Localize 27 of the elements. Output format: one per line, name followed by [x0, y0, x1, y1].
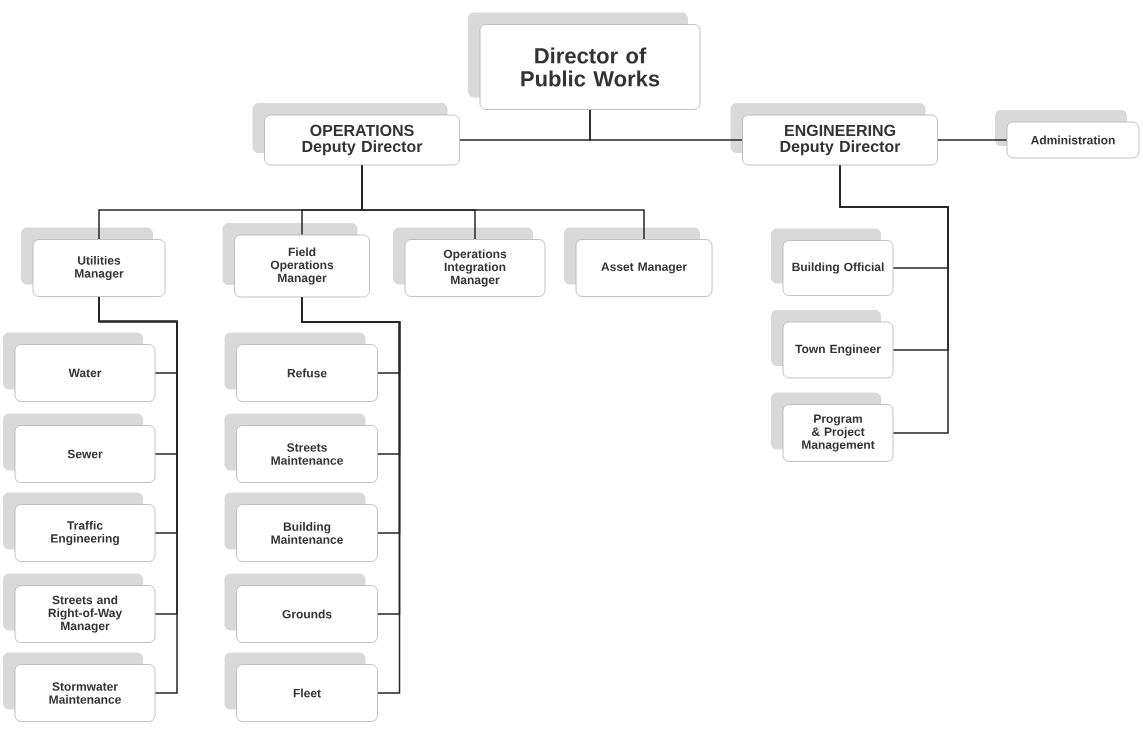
role-box: Traffic Engineering: [3, 492, 156, 562]
role-box: Streets Maintenance: [224, 413, 378, 483]
role-box: Administration: [995, 110, 1140, 159]
role-box: Streets and Right-of-Way Manager: [3, 573, 156, 643]
connector-line: [98, 296, 178, 694]
connector-line: [839, 164, 949, 434]
role-box: Water: [3, 332, 156, 402]
role-box: OPERATIONS Deputy Director: [252, 103, 460, 166]
connector-line: [589, 109, 743, 141]
role-box: Grounds: [224, 573, 378, 643]
role-box: Town Engineer: [771, 310, 894, 379]
role-box: Sewer: [3, 413, 156, 483]
connector-line: [361, 164, 645, 240]
role-box: Building Official: [771, 228, 894, 296]
role-box: Stormwater Maintenance: [3, 652, 156, 722]
role-box: Director of Public Works: [468, 12, 701, 110]
role-box: Field Operations Manager: [222, 223, 370, 298]
connector-line: [301, 296, 401, 694]
role-box: Building Maintenance: [224, 492, 378, 562]
role-box: Refuse: [224, 332, 378, 402]
role-box: Operations Integration Manager: [393, 227, 546, 297]
role-box: Fleet: [224, 652, 378, 722]
role-box: Asset Manager: [564, 227, 713, 297]
connector-line: [937, 139, 1008, 141]
role-box: Utilities Manager: [21, 227, 166, 297]
role-box: Program & Project Management: [771, 392, 894, 462]
role-box: ENGINEERING Deputy Director: [730, 103, 938, 166]
